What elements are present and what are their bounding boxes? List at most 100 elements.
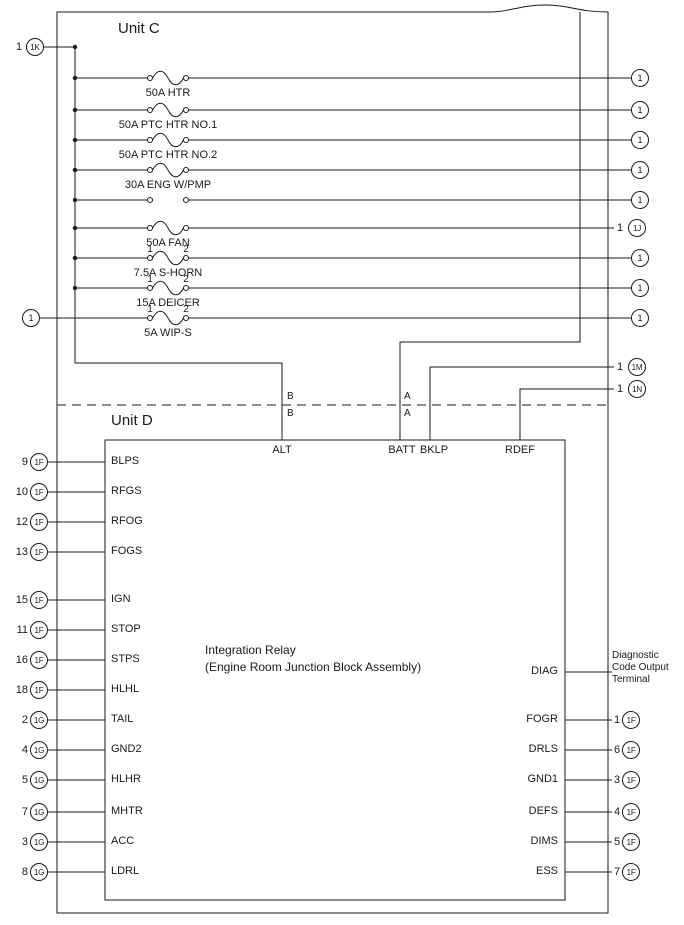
fuse-icon — [152, 132, 184, 148]
connector-1f-icon: 1F — [622, 711, 641, 729]
connector-1f-icon: 1F — [30, 591, 48, 609]
pin-gnd2: GND2 — [111, 743, 142, 755]
unit-c-bus — [44, 46, 283, 440]
pin-number: 3 — [21, 836, 28, 848]
pin-drls: DRLS — [528, 743, 558, 755]
connector-1n-pin: 1 — [617, 383, 624, 395]
fuse-row-wips — [40, 310, 631, 326]
pin-ign: IGN — [111, 593, 131, 605]
connector-right-icon: 1 — [631, 69, 649, 87]
fuse-label-htr: 50A HTR — [145, 87, 191, 99]
interface-mark-b-top: B — [287, 391, 294, 402]
pin-number: 12 — [15, 516, 28, 528]
connector-right-icon: 1 — [631, 161, 649, 179]
pin-number: 2 — [21, 714, 28, 726]
fuse-label-deicer: 15A DEICER — [136, 297, 200, 309]
pin-defs: DEFS — [528, 805, 558, 817]
unit-d-right-stubs — [565, 671, 612, 873]
unit-d-title: Unit D — [111, 412, 153, 429]
connector-1k-pin: 1 — [16, 41, 23, 53]
batt-feed-line — [399, 12, 581, 440]
pin-acc: ACC — [111, 835, 135, 847]
pin-number: 7 — [614, 866, 621, 878]
connector-1g-icon: 1G — [30, 833, 48, 851]
fuse-icon — [152, 70, 184, 86]
fuse-row-spare — [75, 197, 631, 203]
interface-mark-a-top: A — [404, 391, 411, 402]
connector-1f-icon: 1F — [622, 741, 641, 759]
fuse-terminal-1: 1 — [147, 274, 153, 285]
pin-number: 15 — [15, 594, 28, 606]
fuse-icon — [152, 102, 184, 118]
pin-number: 11 — [16, 624, 28, 636]
connector-right-icon: 1 — [631, 101, 649, 119]
fuse-icon — [152, 310, 184, 326]
connector-1f-icon: 1F — [30, 453, 48, 471]
fuse-terminal-2: 2 — [183, 274, 189, 285]
fuse-icon — [152, 162, 184, 178]
unit-d-box — [104, 439, 566, 901]
connector-right-icon: 1 — [631, 249, 649, 267]
rdef-feed-line — [519, 388, 614, 440]
relay-name-line1: Integration Relay — [205, 643, 296, 657]
fuse-row-fan — [75, 220, 614, 236]
connector-1f-icon: 1F — [30, 621, 48, 639]
connector-1f-icon: 1F — [30, 681, 48, 699]
outer-border — [56, 4, 609, 914]
interface-mark-b-bottom: B — [287, 408, 294, 419]
connector-1f-icon: 1F — [622, 833, 641, 851]
pin-dims: DIMS — [530, 835, 559, 847]
fuse-row-engwpmp — [75, 162, 631, 178]
pin-number: 8 — [21, 866, 28, 878]
fuse-row-shorn — [75, 250, 631, 266]
connector-right-icon: 1 — [631, 191, 649, 209]
fuse-row-ptc2 — [75, 132, 631, 148]
connector-1f-icon: 1F — [622, 771, 641, 789]
pin-number: 10 — [15, 486, 28, 498]
pin-fogs: FOGS — [111, 545, 143, 557]
fuse-icon — [152, 280, 184, 296]
pin-number: 18 — [15, 684, 28, 696]
fuse-row-ptc1 — [75, 102, 631, 118]
connector-1j-icon: 1J — [628, 219, 646, 237]
connector-1f-icon: 1F — [622, 803, 641, 821]
fuse-label-ptc2: 50A PTC HTR NO.2 — [118, 149, 218, 161]
pin-rdef: RDEF — [505, 444, 535, 456]
fuse-terminal-1: 1 — [147, 244, 153, 255]
unit-d-left-stubs — [48, 461, 105, 873]
pin-rfgs: RFGS — [111, 485, 142, 497]
pin-tail: TAIL — [111, 713, 134, 725]
connector-1f-icon: 1F — [30, 483, 48, 501]
connector-1n-icon: 1N — [628, 380, 646, 398]
pin-blps: BLPS — [111, 455, 140, 467]
fuse-row-deicer — [75, 280, 631, 296]
connector-1f-icon: 1F — [30, 651, 48, 669]
connector-right-icon: 1 — [631, 279, 649, 297]
pin-ess: ESS — [535, 865, 558, 877]
pin-number: 16 — [15, 654, 28, 666]
fuse-label-shorn: 7.5A S-HORN — [133, 267, 203, 279]
pin-number: 5 — [614, 836, 621, 848]
connector-1g-icon: 1G — [30, 771, 48, 789]
pin-number: 4 — [614, 806, 621, 818]
pin-stps: STPS — [111, 653, 140, 665]
pin-number: 1 — [614, 714, 621, 726]
pin-alt: ALT — [272, 444, 292, 456]
connector-right-icon: 1 — [631, 309, 649, 327]
pin-number: 3 — [614, 774, 621, 786]
pin-bklp: BKLP — [419, 444, 449, 456]
fuse-label-wips: 5A WIP-S — [144, 327, 192, 339]
